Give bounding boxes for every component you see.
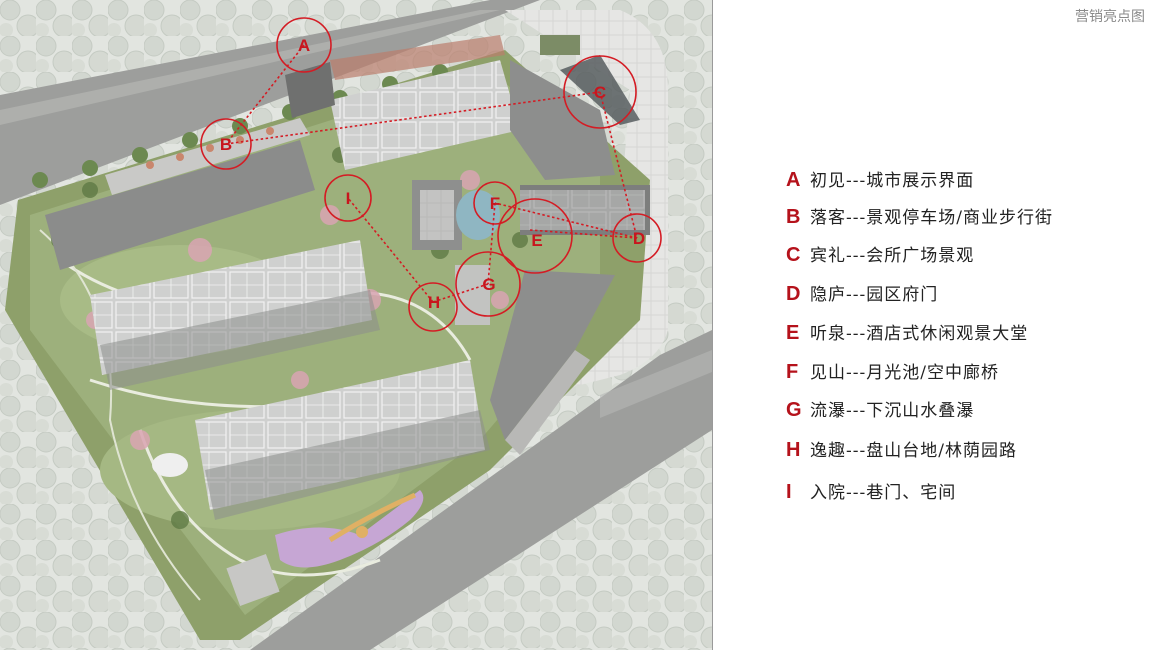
marker-d[interactable]: D <box>612 213 662 263</box>
panel-divider <box>712 0 713 650</box>
legend-key: F <box>786 361 799 383</box>
legend-item-g: G 流瀑---下沉山水叠瀑 <box>786 396 974 424</box>
legend-text: 入院---巷门、宅间 <box>810 483 957 503</box>
legend-item-h: H 逸趣---盘山台地/林荫园路 <box>786 436 1017 464</box>
commercial-building <box>45 140 315 270</box>
clubhouse <box>510 60 615 180</box>
legend-key: B <box>786 206 801 228</box>
legend-key: D <box>786 283 801 305</box>
marker-g[interactable]: G <box>455 251 521 317</box>
legend-item-f: F 见山---月光池/空中廊桥 <box>786 358 999 386</box>
marker-i[interactable]: I <box>324 174 372 222</box>
marker-b[interactable]: B <box>200 118 252 170</box>
marker-label: I <box>346 189 351 208</box>
legend-text: 听泉---酒店式休闲观景大堂 <box>810 324 1029 344</box>
marker-f[interactable]: F <box>473 181 517 225</box>
marker-e[interactable]: E <box>497 198 573 274</box>
legend-text: 逸趣---盘山台地/林荫园路 <box>810 441 1017 461</box>
marker-c[interactable]: C <box>563 55 637 129</box>
marker-label: F <box>490 194 500 213</box>
marker-label: B <box>220 135 232 154</box>
marker-h[interactable]: H <box>408 282 458 332</box>
marker-label: E <box>531 231 542 250</box>
legend-item-e: E 听泉---酒店式休闲观景大堂 <box>786 319 1028 347</box>
legend-key: C <box>786 244 801 266</box>
legend-key: I <box>786 481 792 503</box>
legend-text: 初见---城市展示界面 <box>810 171 975 191</box>
legend-text: 落客---景观停车场/商业步行街 <box>810 208 1053 228</box>
legend-item-i: I 入院---巷门、宅间 <box>786 478 956 506</box>
marker-label: D <box>633 229 645 248</box>
legend-text: 隐庐---园区府门 <box>810 285 939 305</box>
legend-key: A <box>786 169 801 191</box>
marker-a[interactable]: A <box>276 17 332 73</box>
legend-item-a: A 初见---城市展示界面 <box>786 166 974 194</box>
legend-text: 流瀑---下沉山水叠瀑 <box>810 401 975 421</box>
legend-key: H <box>786 439 801 461</box>
site-plan-map: A B C D E F G H I <box>0 0 712 650</box>
legend-text: 宾礼---会所广场景观 <box>810 246 975 266</box>
marker-label: G <box>482 275 495 294</box>
tower-building <box>490 270 615 440</box>
marker-label: C <box>594 83 606 102</box>
playground <box>275 490 424 568</box>
marker-label: H <box>428 293 440 312</box>
legend-key: E <box>786 322 800 344</box>
legend-key: G <box>786 399 802 421</box>
legend-item-c: C 宾礼---会所广场景观 <box>786 241 974 269</box>
legend-item-d: D 隐庐---园区府门 <box>786 280 938 308</box>
east-road <box>250 330 712 650</box>
page-title: 营销亮点图 <box>1075 9 1145 25</box>
marker-label: A <box>298 36 310 55</box>
legend-text: 见山---月光池/空中廊桥 <box>810 363 999 383</box>
legend-item-b: B 落客---景观停车场/商业步行街 <box>786 203 1053 231</box>
